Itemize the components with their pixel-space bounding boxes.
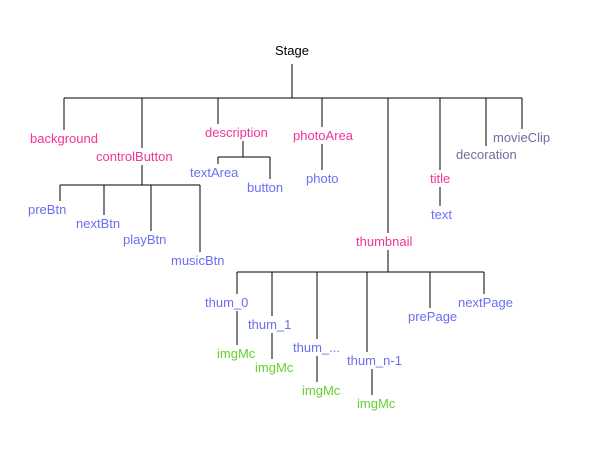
node-description: description bbox=[205, 125, 268, 140]
node-text: text bbox=[431, 207, 452, 222]
node-imgmc: imgMc bbox=[217, 346, 256, 361]
node-background: background bbox=[30, 131, 98, 146]
node-nextbtn: nextBtn bbox=[76, 216, 121, 231]
node-imgmc: imgMc bbox=[255, 360, 294, 375]
node-button: button bbox=[247, 180, 284, 195]
node-prepage: prePage bbox=[408, 309, 458, 324]
node-title: title bbox=[430, 171, 451, 186]
node-photo: photo bbox=[306, 171, 339, 186]
node-prebtn: preBtn bbox=[28, 202, 67, 217]
node-movieclip: movieClip bbox=[493, 130, 551, 145]
node-stage: Stage bbox=[275, 43, 309, 58]
node-decoration: decoration bbox=[456, 147, 517, 162]
node-imgmc: imgMc bbox=[357, 396, 396, 411]
node-playbtn: playBtn bbox=[123, 232, 167, 247]
node-nextpage: nextPage bbox=[458, 295, 513, 310]
node-textarea: textArea bbox=[190, 165, 239, 180]
node-imgmc: imgMc bbox=[302, 383, 341, 398]
node-thumbnail: thumbnail bbox=[356, 234, 413, 249]
node-controlbutton: controlButton bbox=[96, 149, 173, 164]
node-musicbtn: musicBtn bbox=[171, 253, 225, 268]
node-thum-0: thum_0 bbox=[205, 295, 249, 310]
node-thum-1: thum_1 bbox=[248, 317, 292, 332]
node-thum: thum_... bbox=[293, 340, 340, 355]
node-thum-n-1: thum_n-1 bbox=[347, 353, 402, 368]
node-photoarea: photoArea bbox=[293, 128, 353, 143]
